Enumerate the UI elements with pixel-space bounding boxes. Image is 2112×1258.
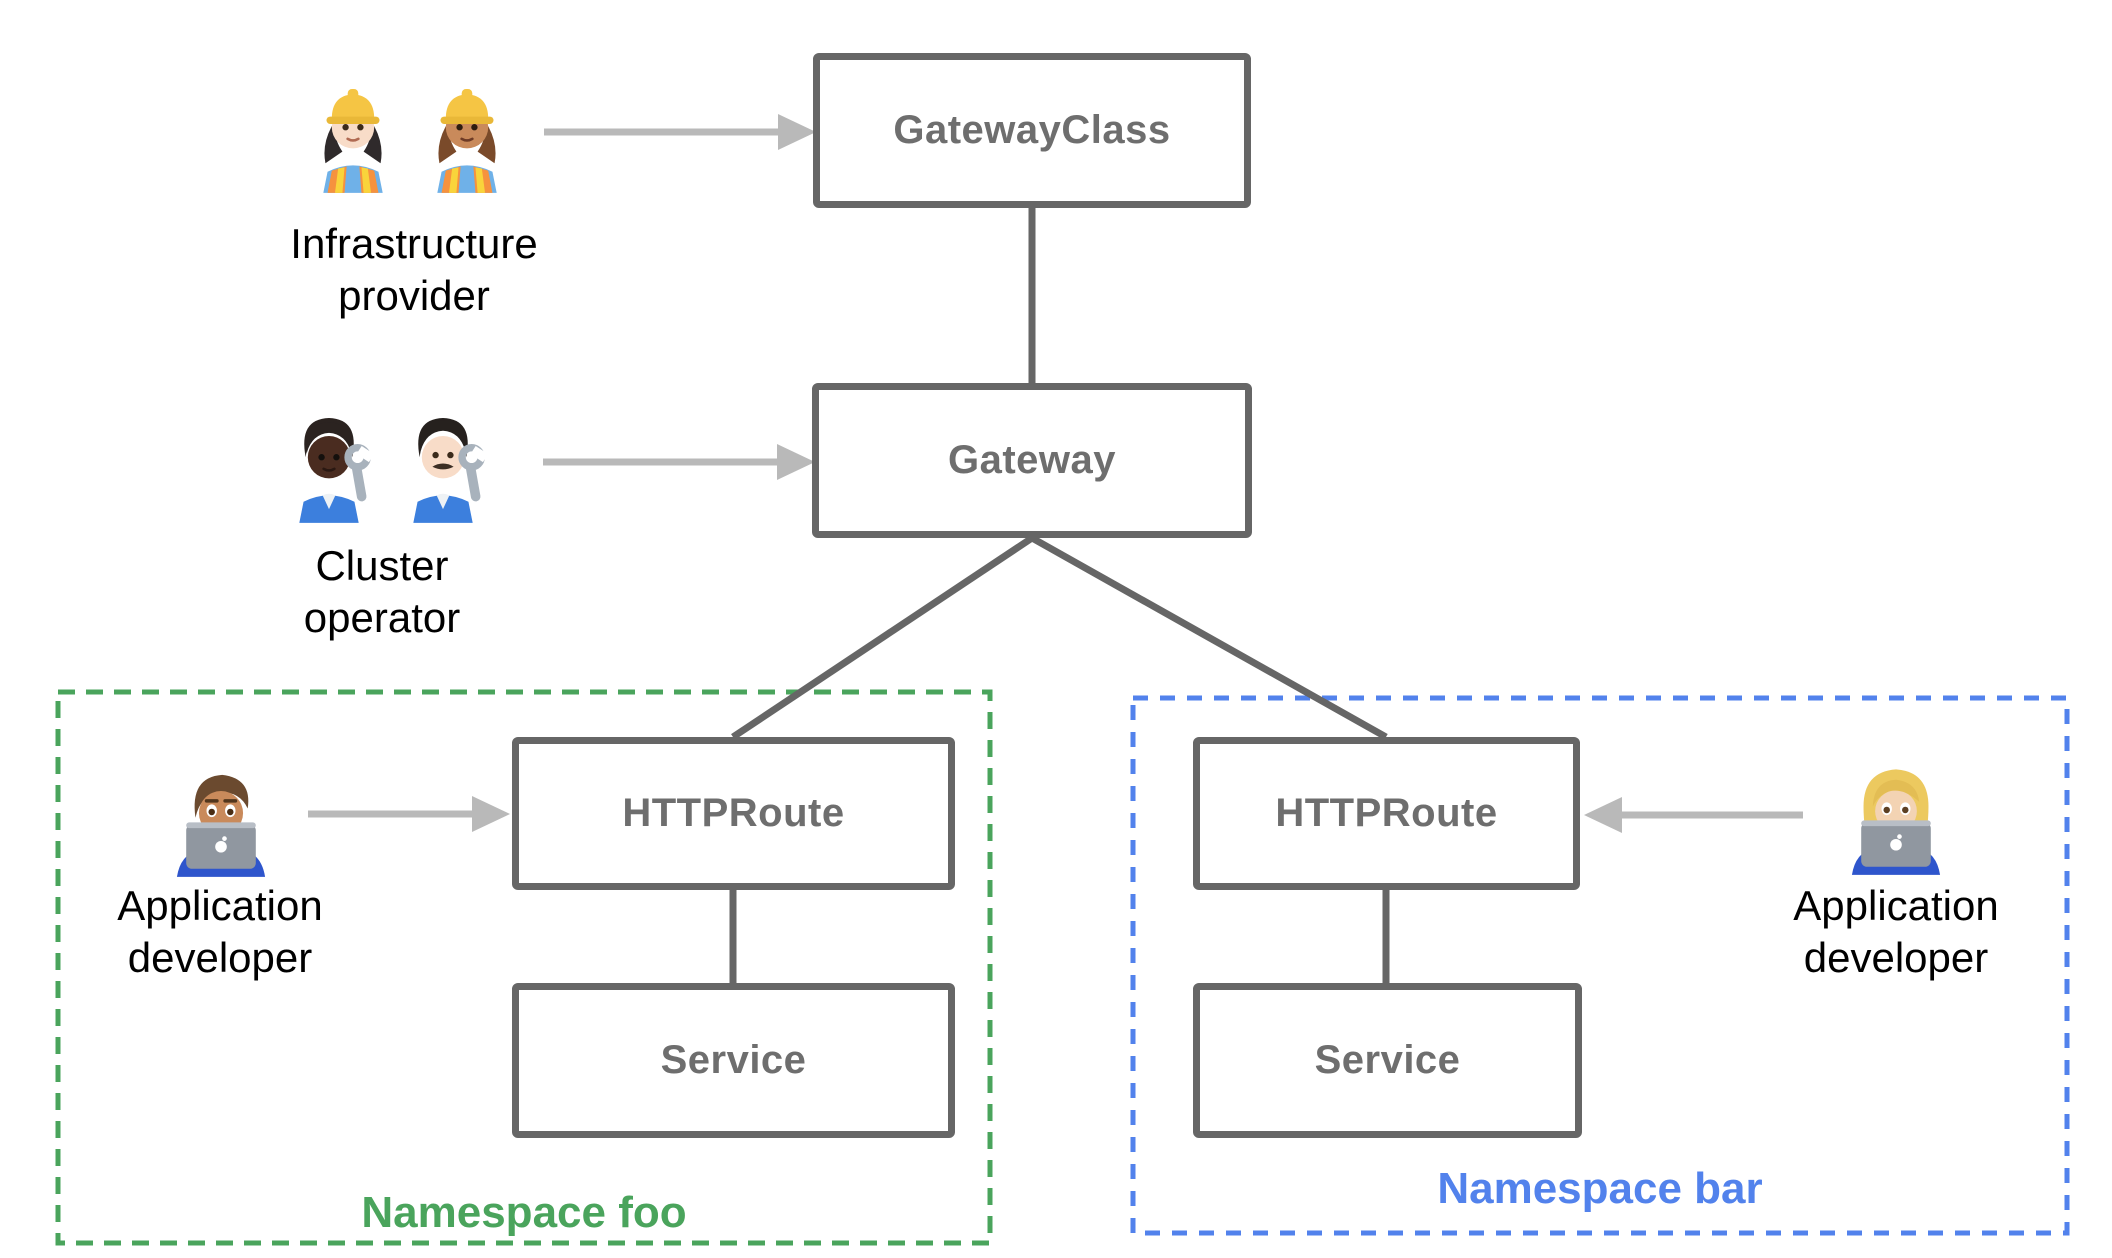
application-developer-foo-label-line2: developer xyxy=(127,934,313,981)
person-mechanic-dark-icon xyxy=(299,417,375,523)
application-developer-foo-label-line1: Application xyxy=(117,882,323,929)
httproute-foo-node: HTTPRoute xyxy=(512,737,955,890)
cluster-operator-label: Cluster operator xyxy=(132,540,632,644)
arrow-head-icon xyxy=(472,796,510,832)
arrow-developer-to-httproute-foo xyxy=(308,796,510,832)
gatewayclass-label: GatewayClass xyxy=(893,108,1171,152)
httproute-foo-label: HTTPRoute xyxy=(622,791,845,835)
service-bar-label: Service xyxy=(1314,1038,1461,1082)
man-technologist-icon xyxy=(176,774,266,877)
arrow-head-icon xyxy=(778,114,816,150)
httproute-bar-label: HTTPRoute xyxy=(1275,791,1498,835)
infrastructure-provider-label: Infrastructure provider xyxy=(164,218,664,322)
infrastructure-provider-label-line2: provider xyxy=(338,272,490,319)
connector-gateway-httproute-bar xyxy=(1030,534,1388,741)
arrow-head-icon xyxy=(777,444,815,480)
gatewayclass-node: GatewayClass xyxy=(813,53,1251,208)
man-mechanic-light-icon xyxy=(413,417,489,523)
wrench-icon xyxy=(458,443,489,502)
application-developer-bar-label: Application developer xyxy=(1646,880,2112,984)
httproute-bar-node: HTTPRoute xyxy=(1193,737,1580,890)
application-developer-bar-label-line2: developer xyxy=(1803,934,1989,981)
infrastructure-provider-label-line1: Infrastructure xyxy=(290,220,538,267)
namespace-bar-label: Namespace bar xyxy=(1437,1164,1763,1213)
application-developer-foo-persona xyxy=(163,755,279,882)
arrow-developer-to-httproute-bar xyxy=(1584,797,1803,833)
service-foo-node: Service xyxy=(512,983,955,1138)
woman-construction-worker-light-icon xyxy=(323,89,383,193)
cluster-operator-label-line1: Cluster xyxy=(315,542,449,589)
cluster-operator-label-line2: operator xyxy=(303,594,461,641)
namespace-foo-label: Namespace foo xyxy=(361,1188,687,1237)
service-foo-label: Service xyxy=(660,1038,807,1082)
application-developer-bar-label-line1: Application xyxy=(1793,882,1999,929)
wrench-icon xyxy=(344,443,375,502)
arrow-head-icon xyxy=(1584,797,1622,833)
namespace-bar-border xyxy=(1130,695,2070,1236)
persona-arrows xyxy=(308,114,1803,833)
woman-construction-worker-medium-icon xyxy=(437,89,497,193)
infrastructure-provider-persona xyxy=(300,70,520,195)
namespace-foo-border xyxy=(55,689,993,1246)
woman-technologist-icon xyxy=(1851,769,1941,875)
gateway-node: Gateway xyxy=(812,383,1252,538)
connector-gateway-httproute-foo xyxy=(731,535,1034,740)
application-developer-foo-label: Application developer xyxy=(0,880,470,984)
application-developer-bar-persona xyxy=(1838,753,1954,880)
gateway-label: Gateway xyxy=(947,438,1117,482)
relation-lines xyxy=(729,208,1390,983)
arrow-cluster-operator-to-gateway xyxy=(543,444,815,480)
arrow-infrastructure-to-gatewayclass xyxy=(544,114,816,150)
service-bar-node: Service xyxy=(1193,983,1582,1138)
cluster-operator-persona xyxy=(276,400,496,525)
